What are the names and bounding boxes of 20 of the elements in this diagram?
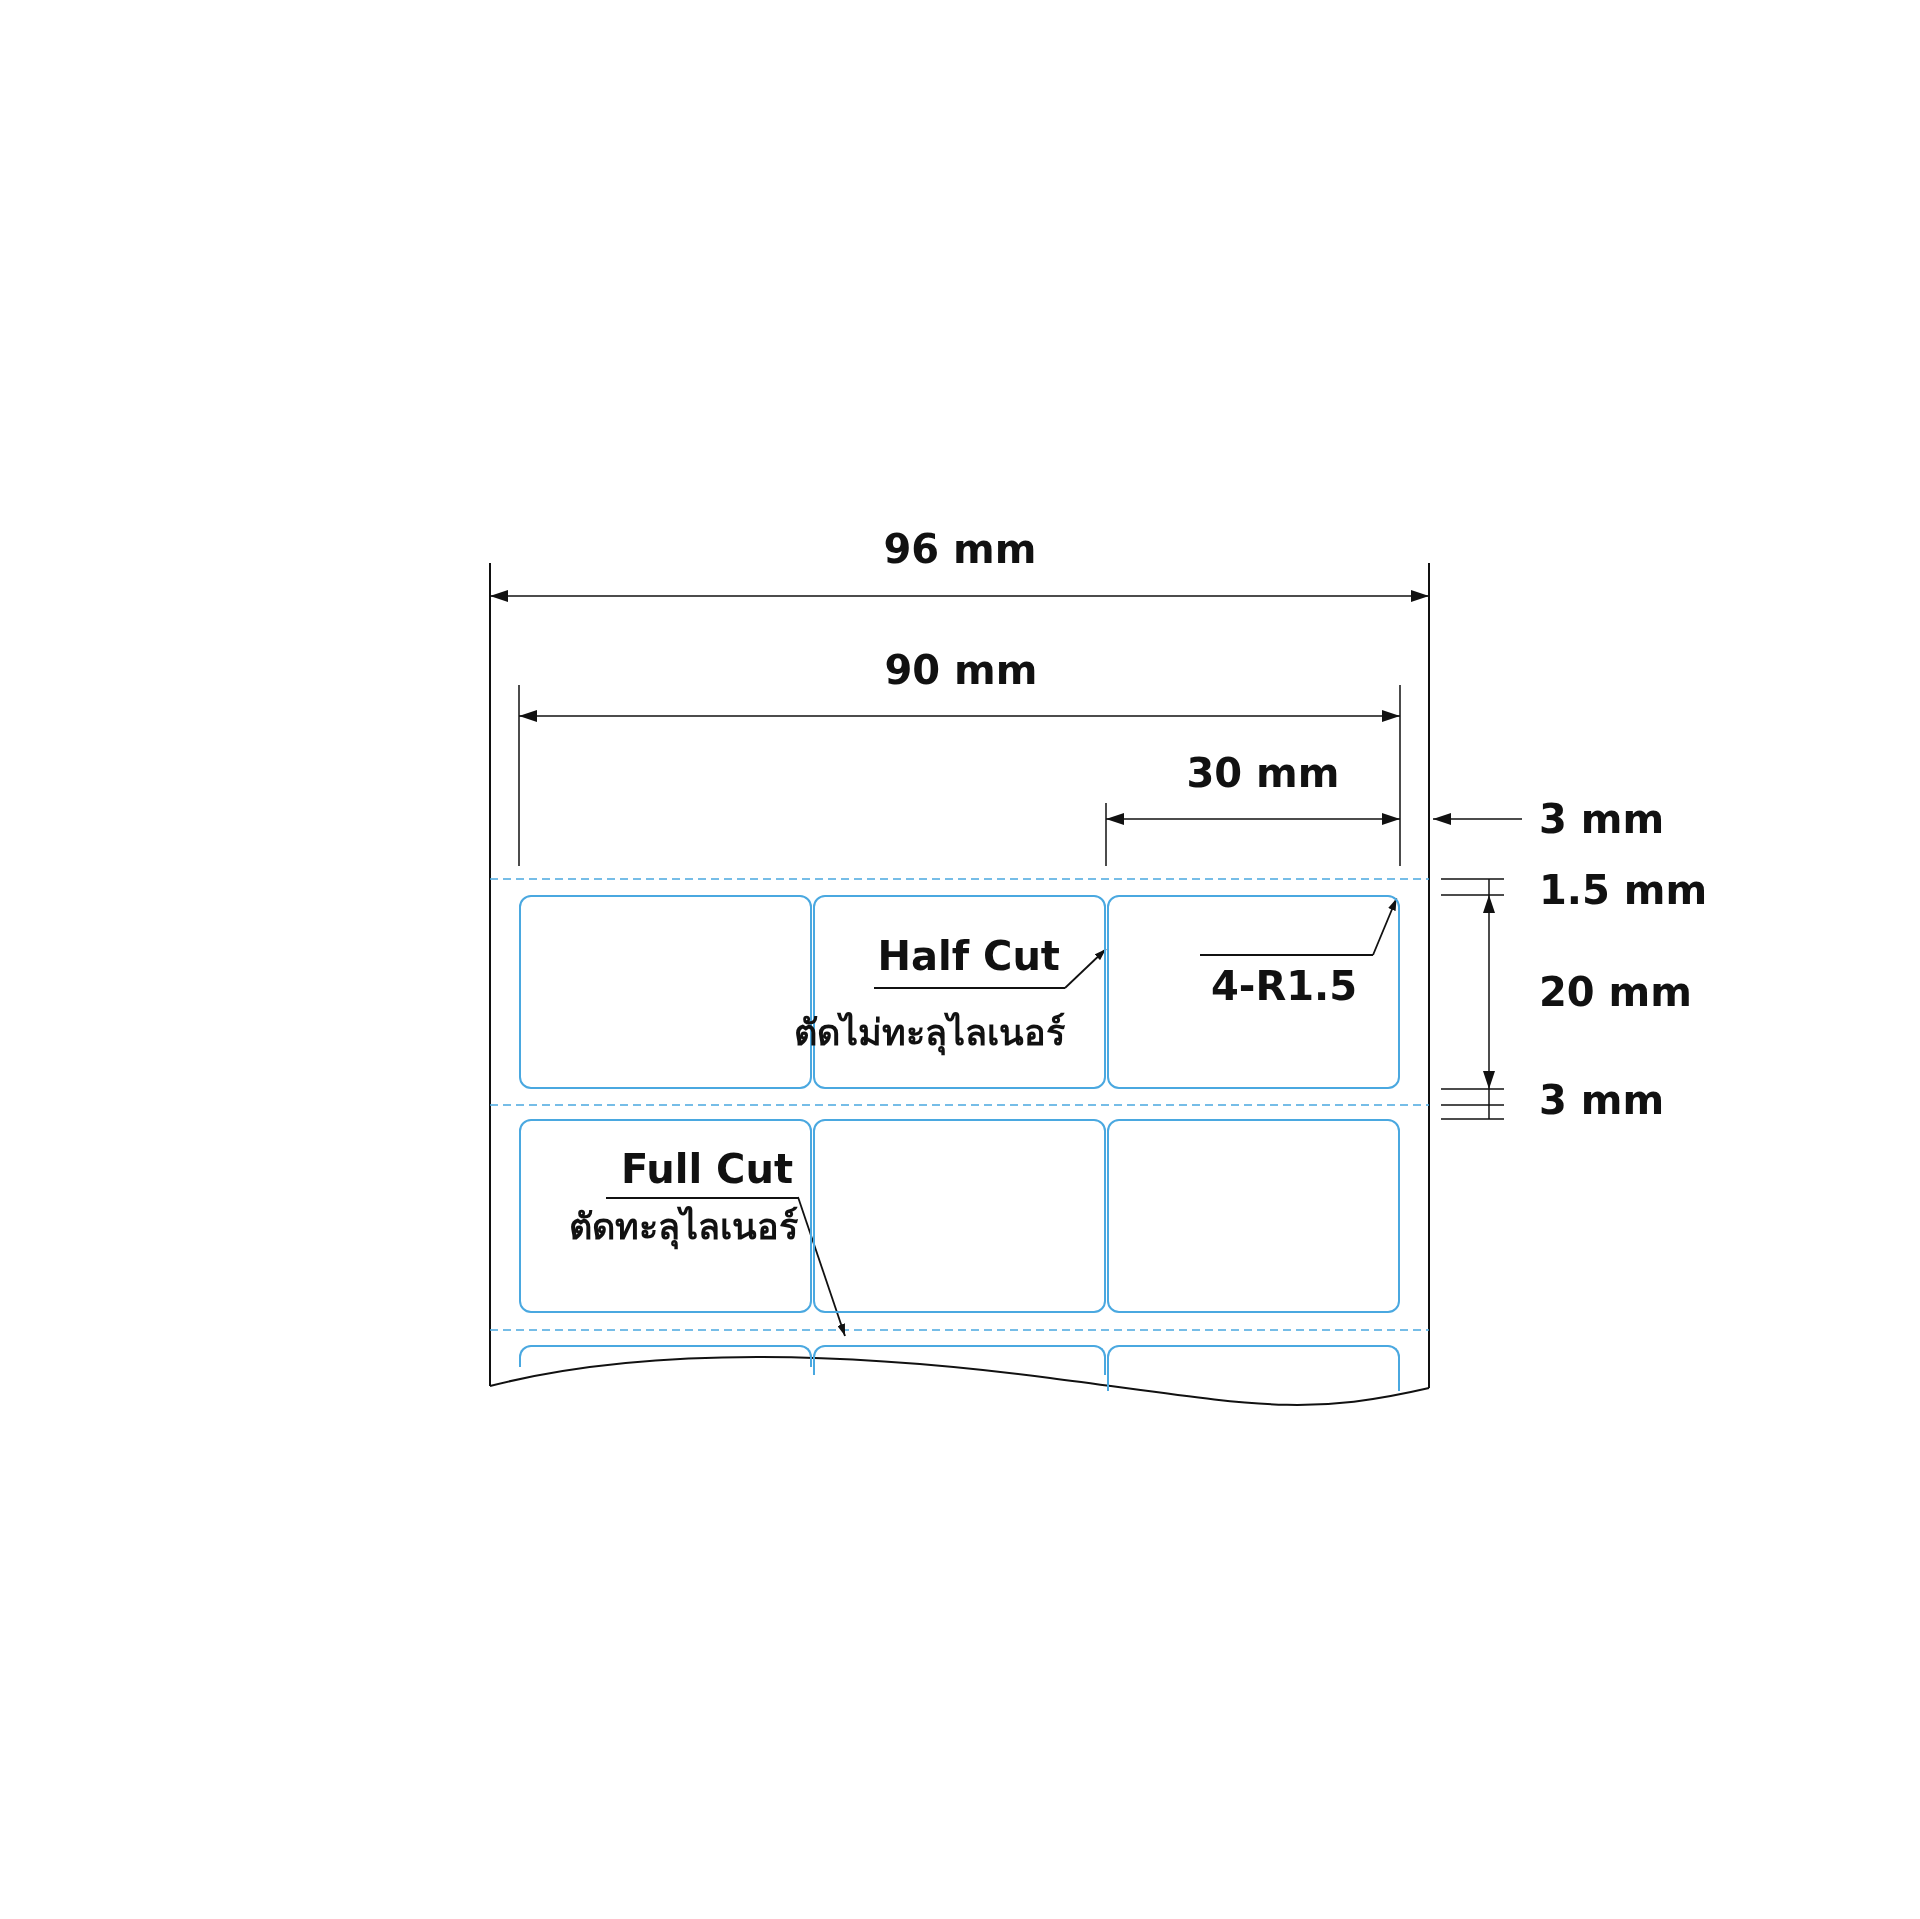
callout-label: Full Cut xyxy=(606,1141,798,1199)
label-box xyxy=(813,1119,1106,1313)
dimension-label: 96 mm xyxy=(883,525,1037,574)
dimension-label: 3 mm xyxy=(1539,795,1665,844)
label-box xyxy=(1107,895,1400,1089)
dimension-label: 90 mm xyxy=(884,646,1038,695)
label-box xyxy=(1107,1345,1400,1391)
leader-line xyxy=(797,1196,846,1337)
callout-label: 4-R1.5 xyxy=(1200,954,1373,1016)
dimension-label: 1.5 mm xyxy=(1539,866,1708,915)
callout-text: ตัดทะลุไลเนอร์ xyxy=(546,1199,798,1255)
label-box xyxy=(519,1119,812,1313)
dimension-label: 30 mm xyxy=(1186,749,1340,798)
label-box xyxy=(519,1345,812,1367)
callout-label: Half Cut xyxy=(874,925,1065,989)
dimension-label: 3 mm xyxy=(1539,1076,1665,1125)
label-box xyxy=(1107,1119,1400,1313)
dimension-label: 20 mm xyxy=(1539,968,1692,1017)
leader-line xyxy=(1064,948,1107,989)
label-box xyxy=(813,1345,1106,1375)
